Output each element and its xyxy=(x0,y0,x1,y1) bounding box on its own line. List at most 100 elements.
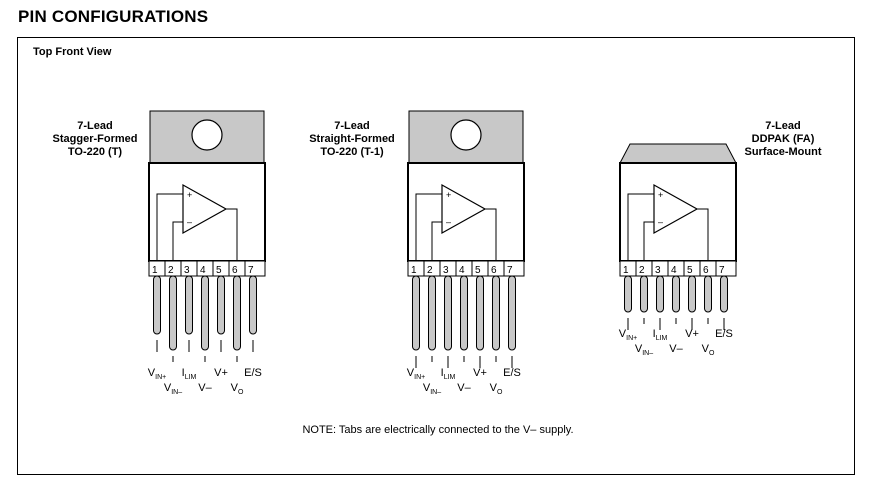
mounting-hole xyxy=(450,119,482,151)
pin-lead xyxy=(201,275,209,351)
pin-lead xyxy=(460,275,468,351)
opamp-plus-sign: + xyxy=(187,190,192,200)
pin-label: VIN+ xyxy=(619,328,637,342)
package-label-line: TO-220 (T-1) xyxy=(320,146,384,158)
pin-label: VIN– xyxy=(164,382,182,396)
pin-label: V– xyxy=(669,343,683,355)
opamp-plus-sign: + xyxy=(446,190,451,200)
pin-number: 2 xyxy=(639,265,645,276)
pin-number: 2 xyxy=(427,265,433,276)
package-label-line: TO-220 (T) xyxy=(67,146,123,158)
pin-label: E/S xyxy=(503,367,521,379)
opamp-minus-sign: – xyxy=(446,217,451,227)
pin-number: 2 xyxy=(168,265,174,276)
package-label-to220-t1: 7-Lead Straight-Formed TO-220 (T-1) xyxy=(297,120,407,159)
package-label-line: 7-Lead xyxy=(765,120,801,132)
pin-number: 4 xyxy=(200,265,206,276)
pin-number: 5 xyxy=(216,265,222,276)
package-label-ddpak: 7-Lead DDPAK (FA) Surface-Mount xyxy=(728,120,838,159)
pin-lead xyxy=(672,275,680,313)
pin-lead xyxy=(412,275,420,351)
opamp-plus-sign: + xyxy=(658,190,663,200)
pin-label-main: V xyxy=(231,382,239,394)
wire-input-minus xyxy=(643,221,654,261)
pin-lead xyxy=(720,275,728,313)
opamp-minus-sign: – xyxy=(658,217,663,227)
pin-label-subscript: IN– xyxy=(430,389,441,396)
pin-number: 1 xyxy=(623,265,629,276)
pin-lead xyxy=(249,275,257,335)
pin-label-subscript: IN+ xyxy=(414,374,425,381)
pin-label-subscript: IN– xyxy=(171,389,182,396)
wire-input-minus xyxy=(431,221,442,261)
pin-number: 6 xyxy=(703,265,709,276)
wire-output xyxy=(485,208,497,261)
pin-label: ILIM xyxy=(441,367,456,381)
pin-label-subscript: LIM xyxy=(444,374,456,381)
diagram-frame xyxy=(17,37,855,475)
pin-label-subscript: IN+ xyxy=(155,374,166,381)
pin-number: 7 xyxy=(719,265,725,276)
pin-number: 5 xyxy=(687,265,693,276)
wire-output xyxy=(697,208,709,261)
opamp-minus-sign: – xyxy=(187,217,192,227)
pin-label-main: V+ xyxy=(214,367,228,379)
pin-label-subscript: LIM xyxy=(185,374,197,381)
pin-label-main: E/S xyxy=(715,328,733,340)
pin-label: ILIM xyxy=(653,328,668,342)
pin-label-main: V+ xyxy=(685,328,699,340)
pin-label: VO xyxy=(702,343,715,357)
pin-number: 5 xyxy=(475,265,481,276)
pin-label: ILIM xyxy=(182,367,197,381)
package-label-line: Surface-Mount xyxy=(744,146,822,158)
pin-lead xyxy=(428,275,436,351)
pin-number: 7 xyxy=(507,265,513,276)
pin-lead xyxy=(656,275,664,313)
pin-number: 7 xyxy=(248,265,254,276)
wire-input-plus xyxy=(627,193,654,261)
package-label-to220-t: 7-Lead Stagger-Formed TO-220 (T) xyxy=(40,120,150,159)
pin-label-main: E/S xyxy=(244,367,262,379)
pin-label-main: V– xyxy=(669,343,683,355)
pin-label-main: V xyxy=(164,382,172,394)
pin-lead xyxy=(444,275,452,351)
pin-lead xyxy=(492,275,500,351)
pin-label-main: I xyxy=(653,328,656,340)
pin-number: 6 xyxy=(491,265,497,276)
pin-label: VO xyxy=(490,382,503,396)
pin-number: 6 xyxy=(232,265,238,276)
pin-lead xyxy=(508,275,516,351)
pin-label-main: V xyxy=(407,367,415,379)
pin-label-main: V+ xyxy=(473,367,487,379)
pin-label: E/S xyxy=(244,367,262,379)
pin-lead xyxy=(185,275,193,335)
pin-number: 3 xyxy=(655,265,661,276)
pin-label-main: I xyxy=(182,367,185,379)
pin-label: V– xyxy=(198,382,212,394)
opamp-symbol xyxy=(182,183,228,235)
pin-label: VIN– xyxy=(635,343,653,357)
pin-label-subscript: O xyxy=(238,389,244,396)
pin-label-main: V xyxy=(635,343,643,355)
pin-label-main: V xyxy=(423,382,431,394)
pin-label-main: V– xyxy=(198,382,212,394)
opamp-symbol xyxy=(653,183,699,235)
wire-output xyxy=(226,208,238,261)
pin-lead xyxy=(217,275,225,335)
pin-label-main: V xyxy=(619,328,627,340)
pin-label: VO xyxy=(231,382,244,396)
pin-label: V+ xyxy=(685,328,699,340)
package-label-line: Straight-Formed xyxy=(309,133,395,145)
pin-label-subscript: O xyxy=(497,389,503,396)
pin-lead xyxy=(476,275,484,351)
pin-label-main: V xyxy=(148,367,156,379)
pin-label-subscript: LIM xyxy=(656,335,668,342)
pin-label: VIN– xyxy=(423,382,441,396)
pin-lead xyxy=(640,275,648,313)
wire-input-plus xyxy=(415,193,442,261)
opamp-symbol xyxy=(441,183,487,235)
wire-input-plus xyxy=(156,193,183,261)
